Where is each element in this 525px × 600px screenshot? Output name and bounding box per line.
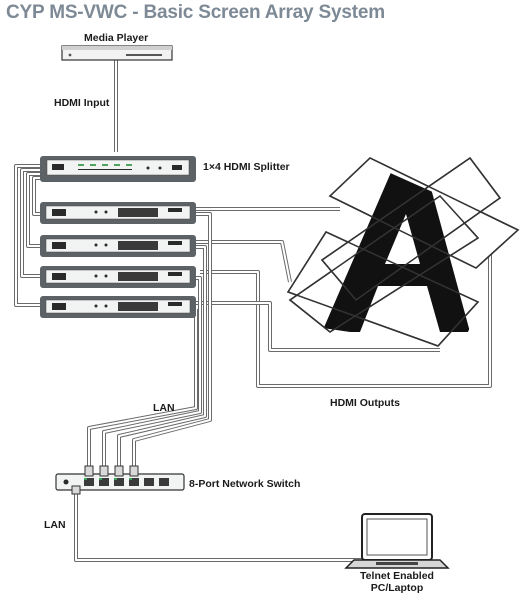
screen-array xyxy=(286,156,520,347)
media-player-label: Media Player xyxy=(84,32,149,44)
receiver-1 xyxy=(40,202,196,224)
network-switch xyxy=(55,465,185,495)
receiver-4 xyxy=(40,296,196,318)
splitter-to-receiver-cables xyxy=(14,164,46,307)
page-title: CYP MS-VWC - Basic Screen Array System xyxy=(6,2,385,23)
splitter-label: 1×4 HDMI Splitter xyxy=(203,161,290,173)
hdmi-outputs-label: HDMI Outputs xyxy=(330,397,400,409)
receiver-3 xyxy=(40,266,196,288)
media-player xyxy=(61,45,173,61)
lan-label-upper: LAN xyxy=(153,402,175,414)
receiver-2 xyxy=(40,235,196,257)
screen-graphic-a xyxy=(322,170,470,332)
lan-label-lower: LAN xyxy=(44,519,66,531)
lan-cables-to-switch xyxy=(87,212,212,472)
network-switch-label: 8-Port Network Switch xyxy=(189,478,301,490)
lan-cable-to-pc xyxy=(74,488,362,562)
hdmi-input-label: HDMI Input xyxy=(54,97,110,109)
laptop xyxy=(344,513,450,569)
cables xyxy=(14,58,492,562)
hdmi-splitter xyxy=(40,156,196,182)
pc-label: Telnet Enabled PC/Laptop xyxy=(352,570,442,594)
pc-label-line-1: Telnet Enabled xyxy=(360,570,434,582)
hdmi-output-cables xyxy=(194,207,492,388)
pc-label-line-2: PC/Laptop xyxy=(370,582,424,594)
